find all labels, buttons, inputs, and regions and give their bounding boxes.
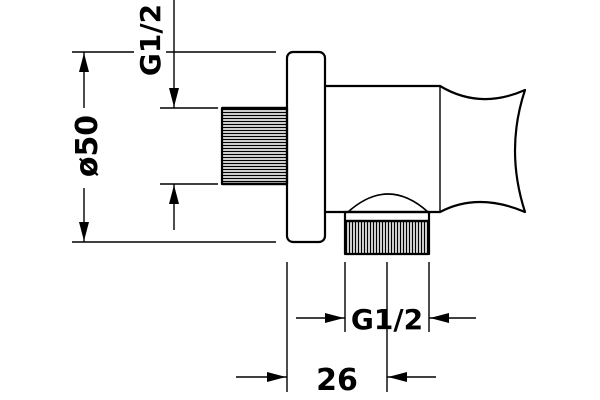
extension-lines xyxy=(72,51,430,392)
arrow-right-icon xyxy=(325,313,344,323)
dimension-diameter: ø50 xyxy=(70,52,105,242)
dimension-depth: 26 xyxy=(236,363,436,398)
dimension-thread-bottom: G1/2 xyxy=(296,303,476,336)
diameter-label: ø50 xyxy=(70,115,105,177)
thread-side-label: G1/2 xyxy=(134,4,167,76)
arrow-left-icon xyxy=(430,313,449,323)
arrow-up-icon xyxy=(169,185,179,204)
part-outline xyxy=(220,50,527,256)
arrow-down-icon xyxy=(79,222,89,241)
outlet-collar xyxy=(343,210,431,223)
arrow-down-icon xyxy=(169,88,179,107)
arrow-right-icon xyxy=(267,372,286,382)
wall-flange xyxy=(285,50,327,244)
dimension-thread-side: G1/2 xyxy=(134,0,179,230)
thread-bottom-label: G1/2 xyxy=(351,303,423,336)
connector-body xyxy=(325,84,527,214)
arrow-up-icon xyxy=(79,53,89,72)
depth-label: 26 xyxy=(316,363,358,398)
threaded-outlet xyxy=(343,219,431,256)
arrow-left-icon xyxy=(388,372,407,382)
threaded-inlet xyxy=(220,106,289,186)
